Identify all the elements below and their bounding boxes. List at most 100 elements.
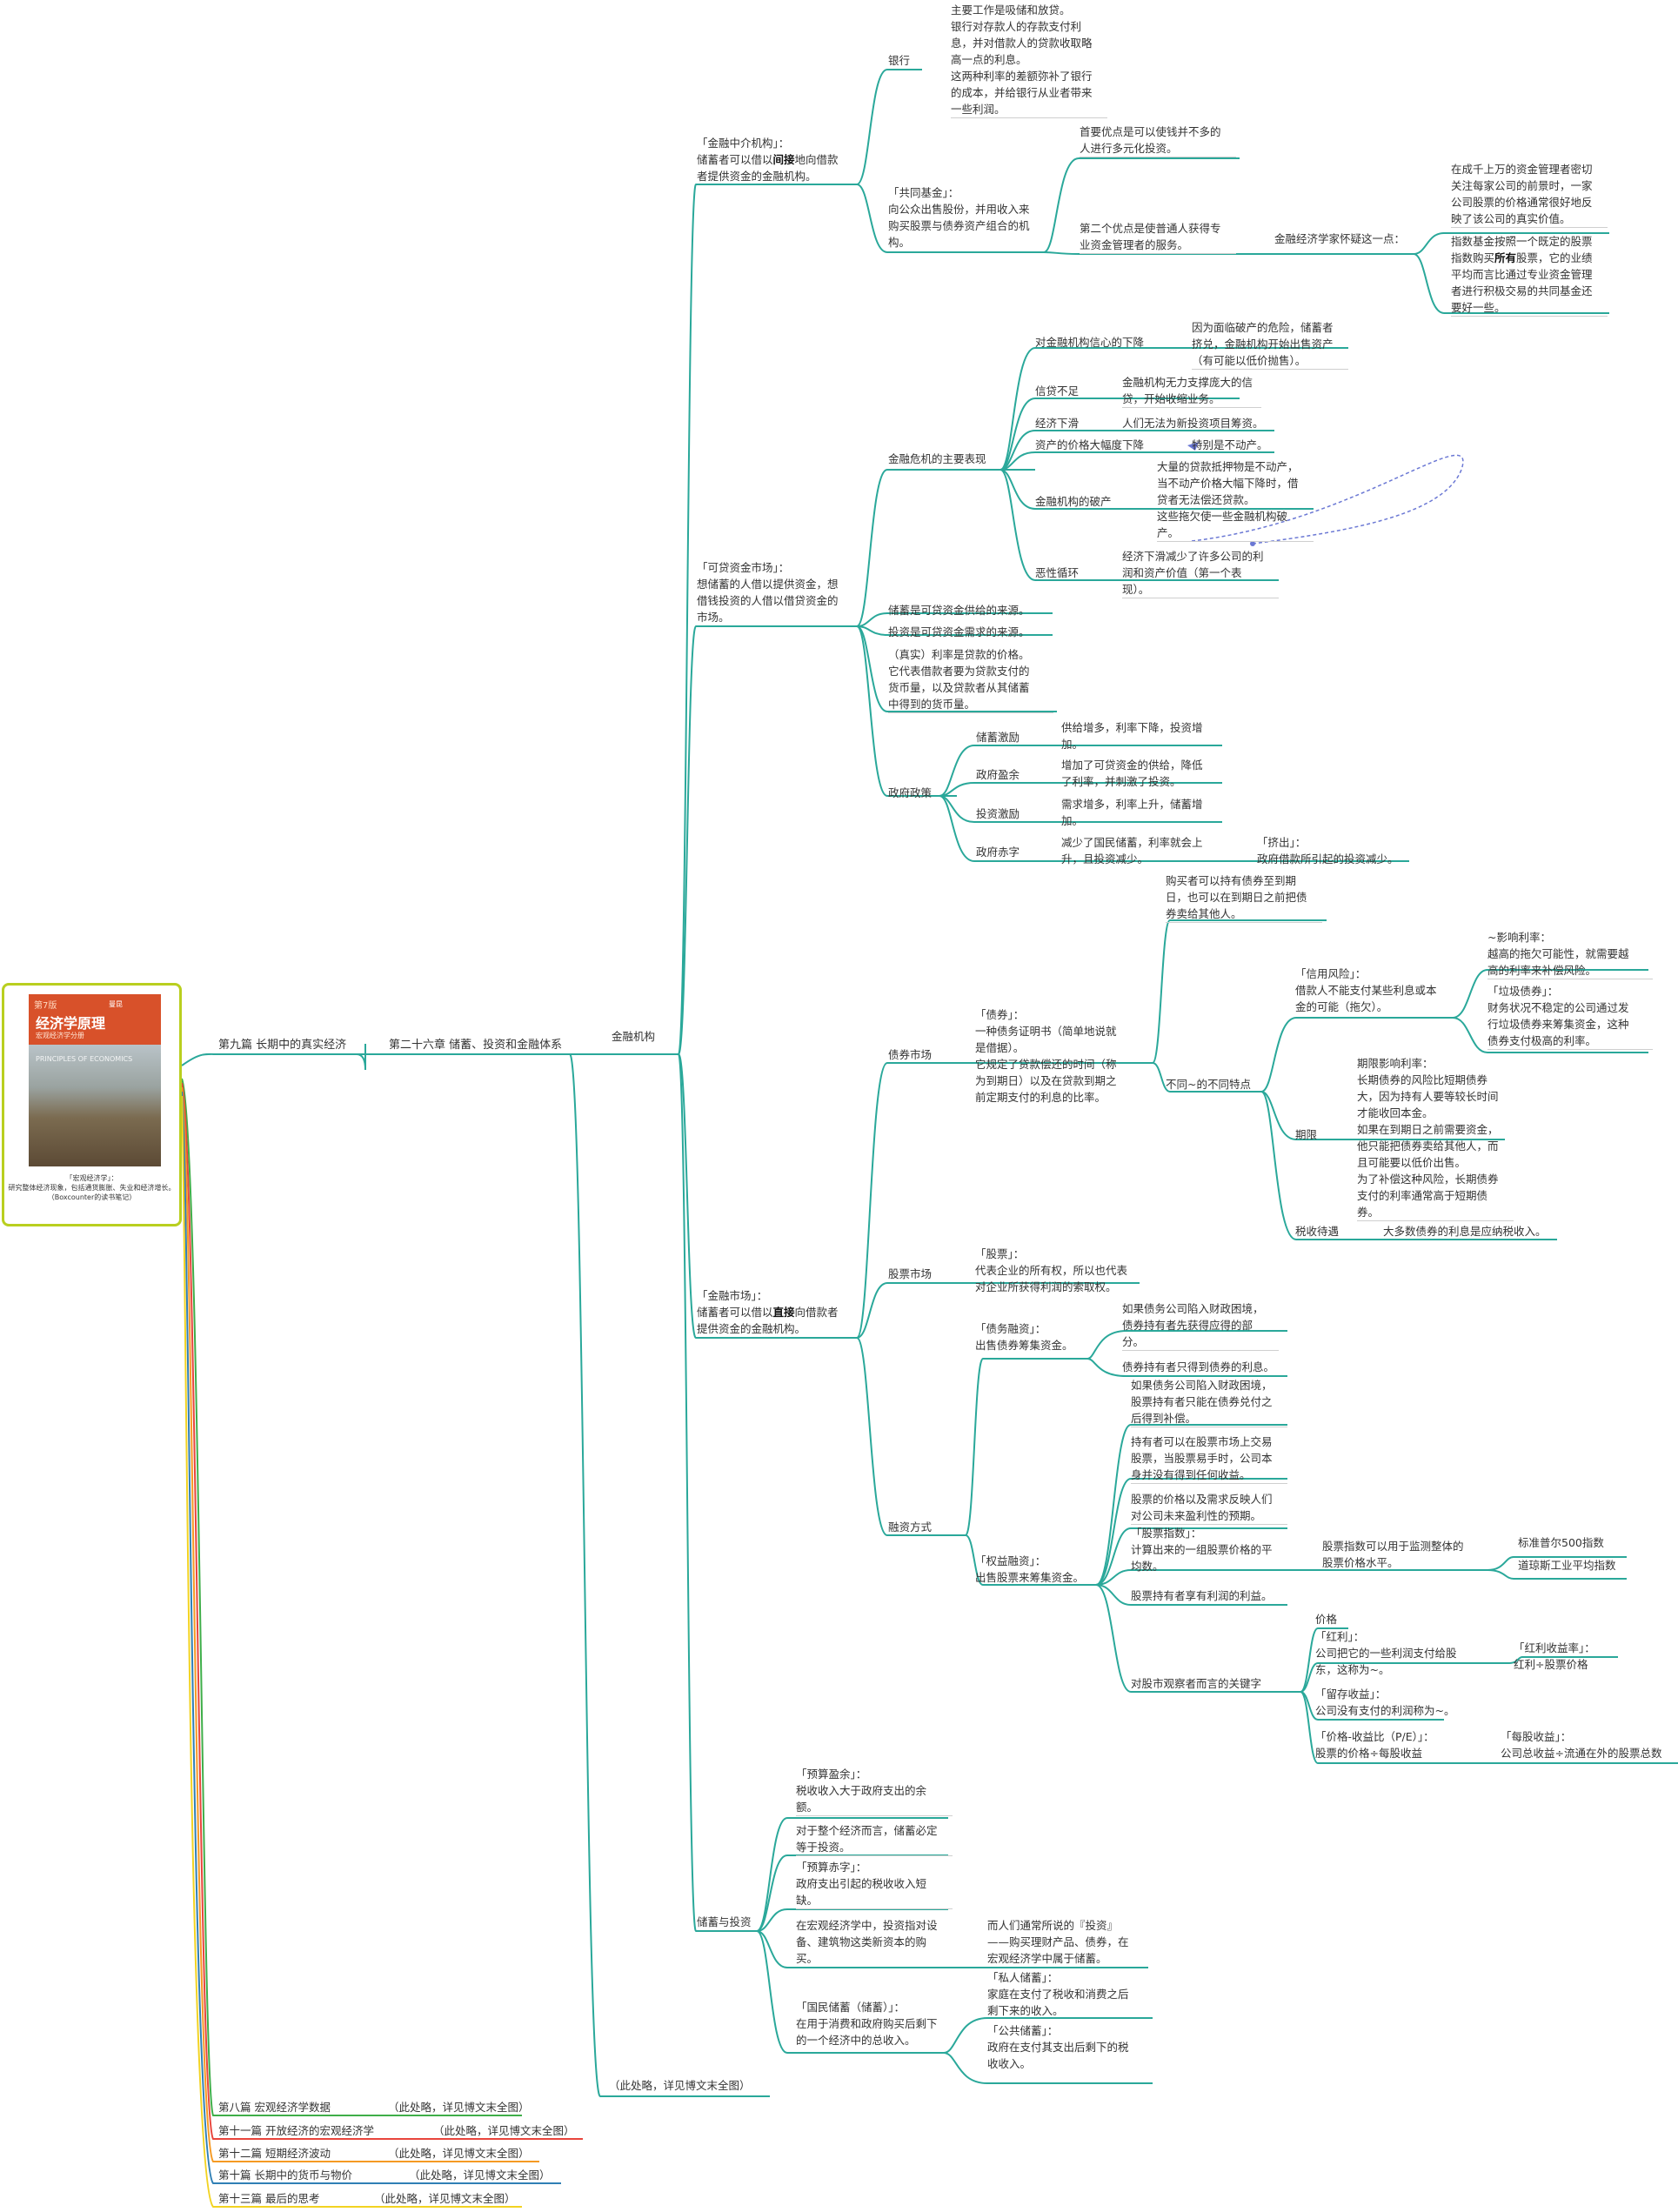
fund-advantage-1[interactable]: 首要优点是可以使钱并不多的 人进行多元化投资。 xyxy=(1080,124,1236,157)
crisis-5[interactable]: 金融机构的破产 xyxy=(1035,495,1112,508)
debt-2[interactable]: 债券持有者只得到债券的利息。 xyxy=(1122,1360,1275,1373)
sp500[interactable]: 标准普尔500指数 xyxy=(1518,1536,1604,1549)
national-saving[interactable]: 「国民储蓄（储蓄）」： 在用于消费和政府购买后剩下 的一个经济中的总收入。 xyxy=(796,2001,938,2047)
crowding-out[interactable]: 「挤出」： 政府借款所引起的投资减少。 xyxy=(1257,836,1399,865)
node-loanable-funds[interactable]: 「可贷资金市场」： 想储蓄的人借以提供资金，想 借钱投资的人借以借贷资金的 市场… xyxy=(697,561,839,624)
node-gov-policy[interactable]: 政府政策 xyxy=(888,786,933,799)
stock-definition[interactable]: 「股票」： 代表企业的所有权，所以也代表 对企业所获得利润的索取权。 xyxy=(975,1247,1128,1293)
credit-risk-impact[interactable]: ~影响利率： 越高的拖欠可能性，就需要越 高的利率来补偿风险。 xyxy=(1487,929,1653,979)
node-saving-supply[interactable]: 储蓄是可贷资金供给的来源。 xyxy=(888,604,1030,617)
part-8[interactable]: 第八篇 宏观经济学数据 xyxy=(218,2101,331,2114)
crisis-1[interactable]: 对金融机构信心的下降 xyxy=(1035,336,1145,349)
bond-tax[interactable]: 税收待遇 xyxy=(1295,1225,1340,1238)
dividend-yield[interactable]: 「红利收益率」： 红利÷股票价格 xyxy=(1514,1641,1595,1671)
node-investment-demand[interactable]: 投资是可贷资金需求的来源。 xyxy=(888,625,1030,638)
node-economists-doubt[interactable]: 金融经济学家怀疑这一点： xyxy=(1274,232,1406,245)
equity-4[interactable]: 股票持有者享有利润的利益。 xyxy=(1131,1589,1273,1602)
bond-definition[interactable]: 「债券」： 一种债务证明书（简单地说就 是借据）。 它规定了贷款偿还的时间（称 … xyxy=(975,1008,1117,1104)
node-stock-market[interactable]: 股票市场 xyxy=(888,1267,933,1280)
bank-desc[interactable]: 主要工作是吸储和放贷。 银行对存款人的存款支付利 息，并对借款人的贷款收取略 高… xyxy=(951,2,1107,118)
policy-2-desc[interactable]: 增加了可贷资金的供给，降低 了利率，并刺激了投资。 xyxy=(1061,758,1203,788)
intermediary-line2c: 地向借款 xyxy=(794,153,839,166)
node-financing[interactable]: 融资方式 xyxy=(888,1520,933,1534)
crisis-6-desc[interactable]: 经济下滑减少了许多公司的利 润和资产价值（第一个表 现）。 xyxy=(1122,548,1279,598)
investment-meaning[interactable]: 在宏观经济学中，投资指对设 备、建筑物这类新资本的购 买。 xyxy=(796,1919,938,1965)
node-financial-institutions[interactable]: 金融机构 xyxy=(612,1030,656,1043)
crisis-4[interactable]: 资产的价格大幅度下降 xyxy=(1035,438,1145,451)
part-13-note[interactable]: （此处略，详见博文末全图） xyxy=(374,2192,516,2205)
part-11[interactable]: 第十一篇 开放经济的宏观经济学 xyxy=(218,2124,374,2137)
public-saving[interactable]: 「公共储蓄」： 政府在支付其支出后剩下的税 收收入。 xyxy=(987,2024,1129,2070)
part-13[interactable]: 第十三篇 最后的思考 xyxy=(218,2192,320,2205)
node-omitted[interactable]: （此处略，详见博文末全图） xyxy=(609,2079,751,2092)
doubt-2[interactable]: 指数基金按照一个既定的股票 指数购买所有股票，它的业绩 平均而言比通过专业资金管… xyxy=(1451,233,1608,317)
node-mutual-fund[interactable]: 「共同基金」： 向公众出售股份，并用收入来 购买股票与债券资产组合的机 构。 xyxy=(888,186,1030,249)
dow-jones[interactable]: 道琼斯工业平均指数 xyxy=(1518,1559,1616,1572)
policy-saving-incentive[interactable]: 储蓄激励 xyxy=(976,731,1020,744)
debt-financing[interactable]: 「债务融资」： 出售债券筹集资金。 xyxy=(975,1322,1073,1352)
policy-gov-deficit[interactable]: 政府赤字 xyxy=(976,845,1020,859)
policy-investment-incentive[interactable]: 投资激励 xyxy=(976,807,1020,820)
node-bank[interactable]: 银行 xyxy=(888,54,911,67)
retained-earnings[interactable]: 「留存收益」： 公司没有支付的利润称为~。 xyxy=(1315,1687,1455,1717)
fund-advantage-2[interactable]: 第二个优点是使普通人获得专 业资金管理者的服务。 xyxy=(1080,220,1236,254)
part-10-note[interactable]: （此处略，详见博文末全图） xyxy=(409,2169,551,2182)
markets-head-a: 「金融市场」： xyxy=(697,1289,768,1302)
junk-bond[interactable]: 「垃圾债券」： 财务状况不稳定的公司通过发 行垃圾债券来筹集资金，这种 债券支付… xyxy=(1487,983,1653,1050)
key-price[interactable]: 价格 xyxy=(1315,1613,1338,1626)
node-crisis[interactable]: 金融危机的主要表现 xyxy=(888,452,986,465)
investment-note[interactable]: 而人们通常所说的『投资』 ——购买理财产品、债券，在 宏观经济学中属于储蓄。 xyxy=(987,1919,1129,1965)
crisis-5-desc[interactable]: 大量的贷款抵押物是不动产， 当不动产价格大幅下降时，借 贷者无法偿还贷款。 这些… xyxy=(1157,458,1314,542)
doubt-1[interactable]: 在成千上万的资金管理者密切 关注每家公司的前景时，一家 公司股票的价格通常很好地… xyxy=(1451,161,1608,228)
bond-sell[interactable]: 购买者可以持有债券至到期 日，也可以在到期日之前把债 券卖给其他人。 xyxy=(1166,872,1322,923)
part-10[interactable]: 第十篇 长期中的货币与物价 xyxy=(218,2169,352,2182)
node-interest-rate[interactable]: （真实）利率是贷款的价格。 它代表借款者要为贷款支付的 货币量，以及贷款者从其储… xyxy=(888,646,1053,713)
bond-term[interactable]: 期限 xyxy=(1295,1128,1318,1141)
dividend[interactable]: 「红利」： 公司把它的一些利润支付给股 东，这称为~。 xyxy=(1315,1630,1457,1676)
part-9[interactable]: 第九篇 长期中的真实经济 xyxy=(218,1039,347,1052)
crisis-2[interactable]: 信贷不足 xyxy=(1035,384,1080,398)
root-node[interactable]: 第7版 经济学原理 宏观经济学分册 曼昆 PRINCIPLES OF ECONO… xyxy=(2,983,182,1226)
policy-4-desc[interactable]: 减少了国民储蓄，利率就会上 升，且投资减少。 xyxy=(1061,836,1203,865)
debt-1[interactable]: 如果债务公司陷入财政困境， 债券持有者先获得应得的部 分。 xyxy=(1122,1300,1279,1351)
saving-equals-investment[interactable]: 对于整个经济而言，储蓄必定 等于投资。 xyxy=(796,1822,953,1856)
credit-risk[interactable]: 「信用风险」： 借款人不能支付某些利息或本 金的可能（拖欠）。 xyxy=(1295,967,1437,1013)
stock-index[interactable]: 「股票指数」： 计算出来的一组股票价格的平 均数。 xyxy=(1131,1527,1273,1573)
crisis-2-desc[interactable]: 金融机构无力支撑庞大的信 贷，开始收缩业务。 xyxy=(1122,374,1261,408)
policy-gov-surplus[interactable]: 政府盈余 xyxy=(976,768,1020,781)
crisis-6[interactable]: 恶性循环 xyxy=(1035,566,1080,579)
part-12[interactable]: 第十二篇 短期经济波动 xyxy=(218,2147,331,2160)
part-8-note[interactable]: （此处略，详见博文末全图） xyxy=(388,2101,530,2114)
node-bond-market[interactable]: 债券市场 xyxy=(888,1048,933,1061)
pe-ratio[interactable]: 「价格-收益比（P/E）」： 股票的价格÷每股收益 xyxy=(1315,1730,1434,1760)
crisis-3[interactable]: 经济下滑 xyxy=(1035,417,1080,430)
equity-financing[interactable]: 「权益融资」： 出售股票来筹集资金。 xyxy=(975,1554,1085,1584)
equity-1[interactable]: 如果债务公司陷入财政困境， 股票持有者只能在债券兑付之 后得到补偿。 xyxy=(1131,1377,1287,1427)
policy-3-desc[interactable]: 需求增多，利率上升，储蓄增 加。 xyxy=(1061,798,1203,827)
eps[interactable]: 「每股收益」： 公司总收益÷流通在外的股票总数 xyxy=(1501,1730,1662,1760)
policy-1-desc[interactable]: 供给增多，利率下降，投资增 加。 xyxy=(1061,721,1203,751)
stock-index-use[interactable]: 股票指数可以用于监测整体的 股票价格水平。 xyxy=(1322,1540,1464,1569)
markets-direct: 直接 xyxy=(772,1306,795,1319)
crisis-1-desc[interactable]: 因为面临破产的危险，储蓄者 挤兑，金融机构开始出售资产 （有可能以低价抛售）。 xyxy=(1192,319,1348,370)
key-terms[interactable]: 对股市观察者而言的关键字 xyxy=(1131,1677,1262,1690)
chapter-26[interactable]: 第二十六章 储蓄、投资和金融体系 xyxy=(389,1039,563,1052)
bond-tax-desc[interactable]: 大多数债券的利息是应纳税收入。 xyxy=(1383,1225,1547,1238)
bond-different-features[interactable]: 不同~的不同特点 xyxy=(1166,1078,1251,1091)
private-saving[interactable]: 「私人储蓄」： 家庭在支付了税收和消费之后 剩下来的收入。 xyxy=(987,1971,1129,2017)
equity-2[interactable]: 持有者可以在股票市场上交易 股票，当股票易手时，公司本 身并没有得到任何收益。 xyxy=(1131,1433,1287,1484)
cover-title: 经济学原理 xyxy=(36,1015,106,1032)
node-intermediary[interactable]: 「金融中介机构」： 储蓄者可以借以间接地向借款 者提供资金的金融机构。 xyxy=(697,135,839,184)
crisis-4-desc[interactable]: 特别是不动产。 xyxy=(1192,438,1268,451)
crisis-3-desc[interactable]: 人们无法为新投资项目筹资。 xyxy=(1122,417,1264,430)
cover-subtitle: 宏观经济学分册 xyxy=(36,1032,84,1039)
equity-3[interactable]: 股票的价格以及需求反映人们 对公司未来盈利性的预期。 xyxy=(1131,1491,1287,1525)
node-financial-markets[interactable]: 「金融市场」： 储蓄者可以借以直接向借款者 提供资金的金融机构。 xyxy=(697,1287,839,1337)
node-saving-investment[interactable]: 储蓄与投资 xyxy=(697,1915,752,1928)
part-12-note[interactable]: （此处略，详见博文末全图） xyxy=(388,2147,530,2160)
budget-surplus[interactable]: 「预算盈余」： 税收收入大于政府支出的余 额。 xyxy=(796,1766,953,1816)
part-11-note[interactable]: （此处略，详见博文末全图） xyxy=(433,2124,575,2137)
bond-term-desc[interactable]: 期限影响利率： 长期债券的风险比短期债券 大，因为持有人要等较长时间 才能收回本… xyxy=(1357,1055,1514,1221)
budget-deficit[interactable]: 「预算赤字」： 政府支出引起的税收收入短 缺。 xyxy=(796,1859,953,1909)
